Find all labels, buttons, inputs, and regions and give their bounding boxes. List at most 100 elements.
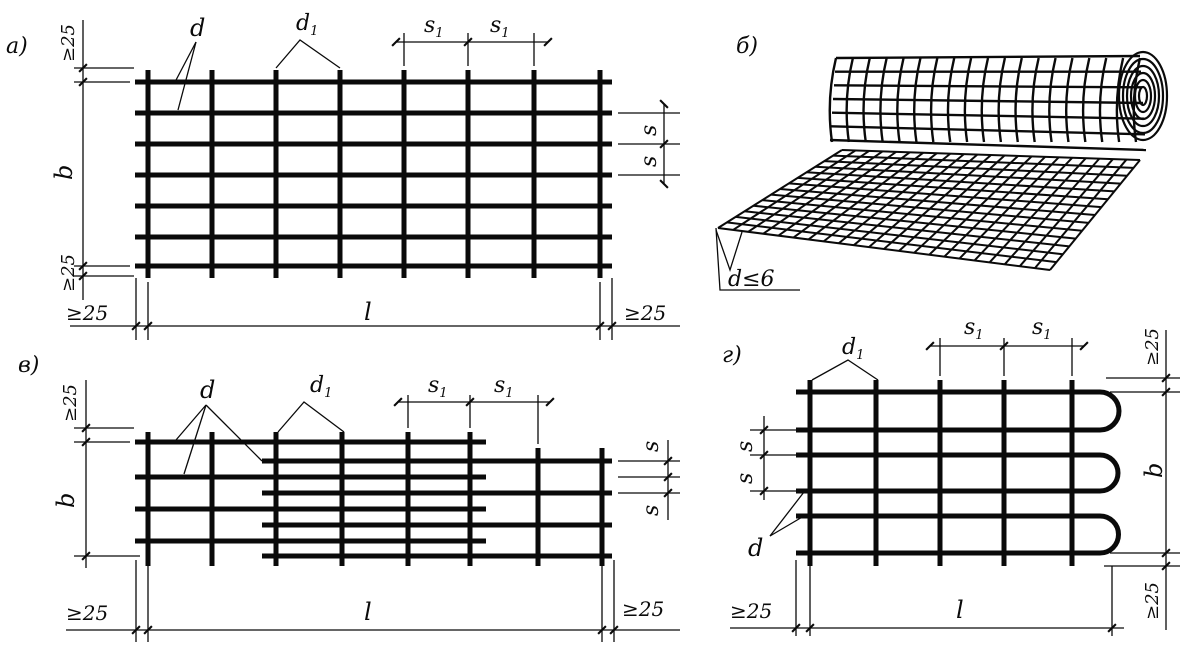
mesh-wire xyxy=(797,176,1108,201)
figure-g: г) d1 d s xyxy=(722,315,1180,636)
svg-text:≥25: ≥25 xyxy=(1142,582,1163,620)
cross-rod-diameter-label: d1 xyxy=(310,373,332,401)
s1-dimension: s1 s1 xyxy=(925,315,1089,376)
svg-text:s1: s1 xyxy=(424,13,444,41)
mesh-wire xyxy=(946,57,956,143)
mesh-wire xyxy=(1081,57,1091,143)
svg-text:≥25: ≥25 xyxy=(58,254,79,292)
svg-text:≥25: ≥25 xyxy=(624,301,666,325)
mesh-wire xyxy=(879,57,888,143)
mesh-wire xyxy=(744,210,1070,248)
s-dimension: s s xyxy=(618,440,680,520)
s1-dimension: s1 s1 xyxy=(391,13,553,66)
svg-text:s1: s1 xyxy=(428,373,448,401)
wire-diameter-label: d≤6 xyxy=(728,267,775,292)
roll-coil xyxy=(1129,71,1157,121)
svg-text:≥25: ≥25 xyxy=(66,301,108,325)
svg-text:s1: s1 xyxy=(490,13,510,41)
svg-text:l: l xyxy=(364,298,372,326)
mesh-wire xyxy=(828,57,838,143)
mesh-wire xyxy=(762,199,1083,232)
mesh-wire xyxy=(832,97,1144,105)
svg-text:b: b xyxy=(52,493,80,508)
figure-g-panel-label: г) xyxy=(722,343,742,368)
svg-text:s: s xyxy=(637,125,662,136)
svg-text:s1: s1 xyxy=(964,315,984,343)
svg-text:s1: s1 xyxy=(1032,315,1052,343)
mesh-wire xyxy=(833,154,1134,169)
svg-text:≥25: ≥25 xyxy=(622,597,664,621)
leader-line xyxy=(205,404,263,462)
mesh-wire xyxy=(1048,57,1057,143)
mesh-wire xyxy=(1098,57,1108,143)
mesh-wire xyxy=(963,57,973,143)
roll-coil xyxy=(1125,64,1161,128)
mesh-wire xyxy=(862,57,871,143)
figure-a-longitudinal-rods xyxy=(135,79,612,269)
l-dimension: ≥25 l xyxy=(730,560,1124,636)
svg-text:b: b xyxy=(50,165,78,180)
mesh-wire xyxy=(896,57,905,143)
rod-diameter-label: d xyxy=(200,376,215,404)
mesh-wire xyxy=(830,125,1146,136)
figure-a: а) d d1 xyxy=(6,11,680,340)
cross-rod-diameter-label: d1 xyxy=(842,335,864,363)
mesh-wire xyxy=(735,215,1063,256)
leader-line xyxy=(174,41,197,83)
leader-line xyxy=(177,41,197,111)
mesh-wire xyxy=(997,57,1007,143)
rod-hairpin-bend xyxy=(1099,452,1121,494)
leader-line xyxy=(183,404,207,475)
rod-hairpin-bend xyxy=(1099,389,1122,433)
svg-text:≥25: ≥25 xyxy=(60,384,81,422)
mesh-wire xyxy=(726,221,1057,264)
svg-text:s: s xyxy=(637,156,662,167)
roll-coil xyxy=(1117,50,1169,142)
svg-text:s: s xyxy=(639,505,664,516)
svg-text:s1: s1 xyxy=(494,373,514,401)
mesh-wire xyxy=(1014,57,1023,143)
svg-text:b: b xyxy=(1140,463,1168,478)
mesh-wire xyxy=(1065,57,1074,143)
mesh-wire xyxy=(779,188,1096,216)
mesh-wire xyxy=(833,84,1143,89)
mesh-wire xyxy=(845,57,855,143)
svg-text:≥25: ≥25 xyxy=(1142,328,1163,366)
leader-line xyxy=(715,229,743,273)
svg-text:s: s xyxy=(733,473,758,484)
mesh-wire xyxy=(929,57,939,143)
figure-g-longitudinal-rods xyxy=(796,389,1122,556)
leader-line xyxy=(769,515,805,537)
mesh-wire xyxy=(788,182,1102,209)
mesh-wire xyxy=(815,165,1121,185)
figure-v-panel-label: в) xyxy=(18,353,39,378)
leader-line xyxy=(175,404,207,441)
figure-v-longitudinal-rods xyxy=(135,439,612,559)
mesh-wire xyxy=(913,57,922,143)
rod-diameter-label: d xyxy=(190,14,205,42)
rolled-mesh-illustration xyxy=(717,50,1169,271)
leader-line xyxy=(715,227,800,291)
s-dimension: s s xyxy=(618,99,680,189)
figure-a-panel-label: а) xyxy=(6,34,28,59)
l-dimension: ≥25 l ≥25 xyxy=(66,278,680,340)
leader-line xyxy=(811,359,879,381)
leader-line xyxy=(275,39,341,69)
mesh-wire xyxy=(824,160,1128,177)
roll-coil xyxy=(1121,57,1165,135)
b-dimension: b ≥25 xyxy=(52,380,140,568)
figure-a-transverse-rods xyxy=(145,70,603,278)
svg-text:s: s xyxy=(639,441,664,452)
rod-diameter-label: d xyxy=(748,534,763,562)
figure-b-panel-label: б) xyxy=(736,34,758,59)
mesh-wire xyxy=(980,57,990,143)
roll-coil xyxy=(1137,85,1149,107)
mesh-wire xyxy=(717,227,1051,271)
mesh-wire xyxy=(753,204,1076,240)
figure-b-rolled-mesh: б) d≤6 xyxy=(715,34,1169,292)
leader-line xyxy=(277,401,345,433)
mesh-wire xyxy=(806,171,1115,193)
svg-text:s: s xyxy=(733,441,758,452)
cross-rod-diameter-label: d1 xyxy=(296,11,318,39)
roll-coil xyxy=(1133,78,1153,114)
